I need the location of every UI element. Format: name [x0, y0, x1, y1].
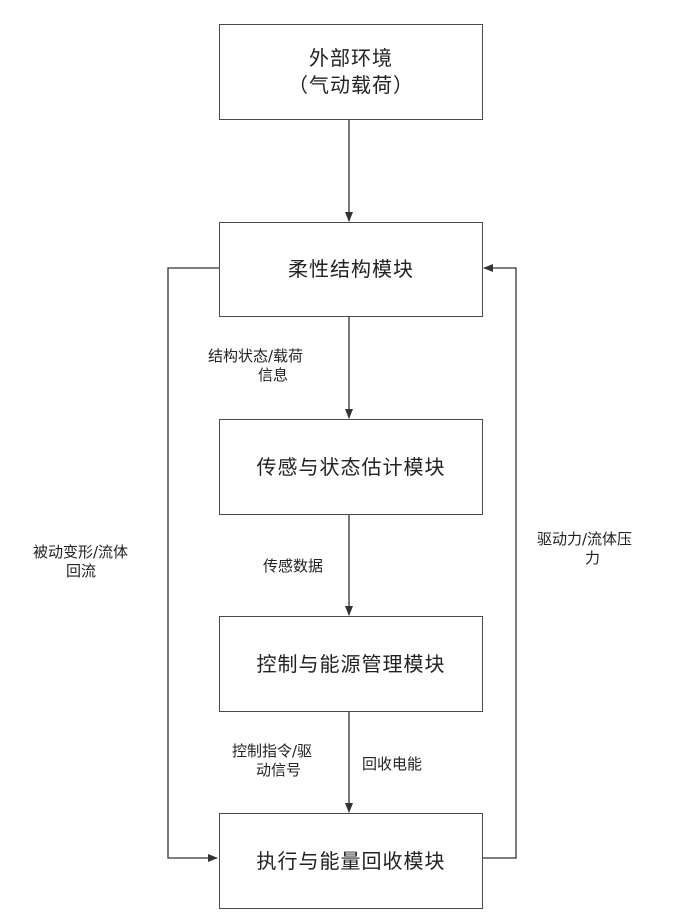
- arrow-feedback-right: [482, 268, 516, 858]
- edge-label-feedback-right: 驱动力/流体压 力: [537, 530, 632, 568]
- edge-label-control-to-actuation-line2: 动信号: [232, 761, 312, 780]
- edge-label-control-to-actuation: 控制指令/驱 动信号: [232, 742, 312, 780]
- node-environment-line2: （气动载荷）: [288, 72, 414, 99]
- node-sensing-label: 传感与状态估计模块: [257, 454, 446, 481]
- edge-label-control-to-actuation-line1: 控制指令/驱: [232, 742, 312, 761]
- edge-label-structure-to-sensing-line1: 结构状态/载荷: [208, 347, 303, 366]
- node-structure: 柔性结构模块: [219, 222, 483, 317]
- edge-label-feedback-left-line1: 被动变形/流体: [33, 543, 128, 562]
- node-actuation-label: 执行与能量回收模块: [257, 848, 446, 875]
- edge-label-structure-to-sensing-line2: 信息: [208, 366, 303, 385]
- edge-label-feedback-left-line2: 回流: [33, 562, 128, 581]
- node-environment-line1: 外部环境: [309, 45, 393, 72]
- node-control: 控制与能源管理模块: [219, 616, 483, 712]
- edge-label-sensing-to-control: 传感数据: [263, 557, 323, 576]
- node-control-label: 控制与能源管理模块: [257, 651, 446, 678]
- node-environment: 外部环境 （气动载荷）: [219, 24, 483, 120]
- node-structure-label: 柔性结构模块: [288, 256, 414, 283]
- edge-label-sensing-to-control-text: 传感数据: [263, 557, 323, 576]
- node-sensing: 传感与状态估计模块: [219, 419, 483, 515]
- edge-label-feedback-right-line1: 驱动力/流体压: [537, 530, 632, 549]
- edge-label-actuation-to-control: 回收电能: [362, 755, 422, 774]
- edge-label-feedback-right-line2: 力: [537, 549, 632, 568]
- edge-label-actuation-to-control-text: 回收电能: [362, 755, 422, 774]
- node-actuation: 执行与能量回收模块: [219, 813, 483, 909]
- edge-label-feedback-left: 被动变形/流体 回流: [33, 543, 128, 581]
- edge-label-structure-to-sensing: 结构状态/载荷 信息: [208, 347, 303, 385]
